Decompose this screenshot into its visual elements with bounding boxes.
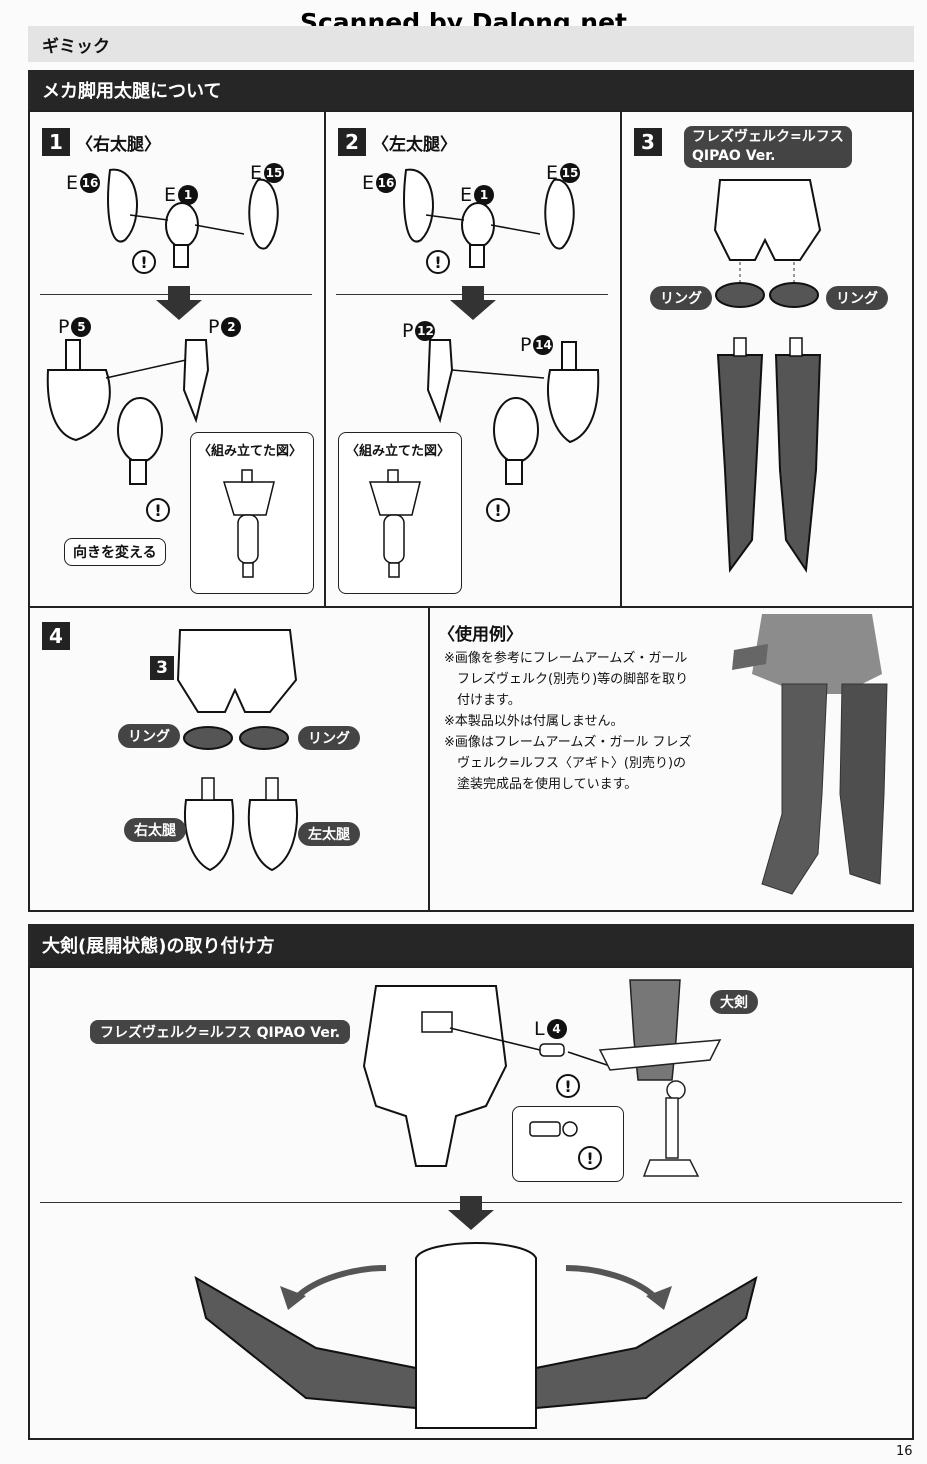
ring-label-left: リング xyxy=(118,724,180,748)
connector-detail-drawing xyxy=(529,1121,578,1137)
assembled-view-label: 〈組み立てた図〉 xyxy=(198,444,303,459)
caution-icon: ! xyxy=(426,250,450,274)
great-sword-drawing xyxy=(598,979,722,1177)
step-title: 〈右太腿〉 xyxy=(76,135,161,155)
step-number: 3 xyxy=(634,128,662,156)
connector-detail-box xyxy=(512,1106,624,1182)
ring-label-right: リング xyxy=(826,286,888,310)
figure-name-label: フレズヴェルク=ルフス QIPAO Ver. xyxy=(684,126,852,168)
usage-title: 〈使用例〉 xyxy=(438,625,523,645)
down-arrow-icon xyxy=(448,1196,494,1230)
turn-direction-label: 向きを変える xyxy=(64,538,166,566)
gimmick-tab: ギミック xyxy=(42,37,110,57)
ring-label-right: リング xyxy=(298,726,360,750)
caution-icon: ! xyxy=(556,1074,580,1098)
page-number: 16 xyxy=(896,1444,913,1459)
caution-icon: ! xyxy=(578,1146,602,1170)
assembled-thigh-drawing xyxy=(222,469,275,578)
great-sword-label: 大剣 xyxy=(710,990,758,1014)
step2-parts-drawing xyxy=(403,168,575,268)
down-arrow-icon xyxy=(156,286,202,320)
grid-line xyxy=(324,110,326,606)
step1-thigh-drawing xyxy=(46,339,210,485)
figure-name-label: フレズヴェルク=ルフス QIPAO Ver. xyxy=(90,1020,351,1044)
step1-parts-drawing xyxy=(107,168,279,268)
grid-line xyxy=(428,606,430,912)
step-number: 2 xyxy=(338,128,366,156)
deployed-sword-drawing xyxy=(194,1242,758,1429)
step2-thigh-drawing xyxy=(426,339,600,485)
step-title: 〈左太腿〉 xyxy=(372,135,457,155)
caution-icon: ! xyxy=(486,498,510,522)
ring-label-left: リング xyxy=(650,286,712,310)
step-number: 4 xyxy=(42,622,70,650)
down-arrow-icon xyxy=(450,286,496,320)
step3-legs-drawing xyxy=(713,179,822,573)
usage-notes: ※画像を参考にフレームアームズ・ガール フレズヴェルク(別売り)等の脚部を取り … xyxy=(444,651,692,792)
right-thigh-label: 右太腿 xyxy=(124,818,186,842)
caution-icon: ! xyxy=(132,250,156,274)
step-number: 1 xyxy=(42,128,70,156)
grid-line xyxy=(620,110,622,606)
section-title-thigh: メカ脚用太腿について xyxy=(28,70,914,110)
section2-frame xyxy=(28,966,914,1440)
figure-back-drawing xyxy=(362,985,508,1167)
connector-arrow xyxy=(449,1027,611,1067)
left-thigh-label: 左太腿 xyxy=(298,822,360,846)
section1-frame xyxy=(28,110,914,912)
caution-icon: ! xyxy=(146,498,170,522)
gimmick-tab-bar xyxy=(28,26,914,62)
usage-photo-legs xyxy=(732,614,888,895)
step4-thigh-drawing xyxy=(176,629,298,872)
grid-line xyxy=(28,606,914,608)
assembled-view-label: 〈組み立てた図〉 xyxy=(346,444,451,459)
section-title-sword: 大剣(展開状態)の取り付け方 xyxy=(28,924,914,966)
assembled-thigh-drawing xyxy=(368,469,421,578)
step-reference: 3 xyxy=(150,656,174,680)
